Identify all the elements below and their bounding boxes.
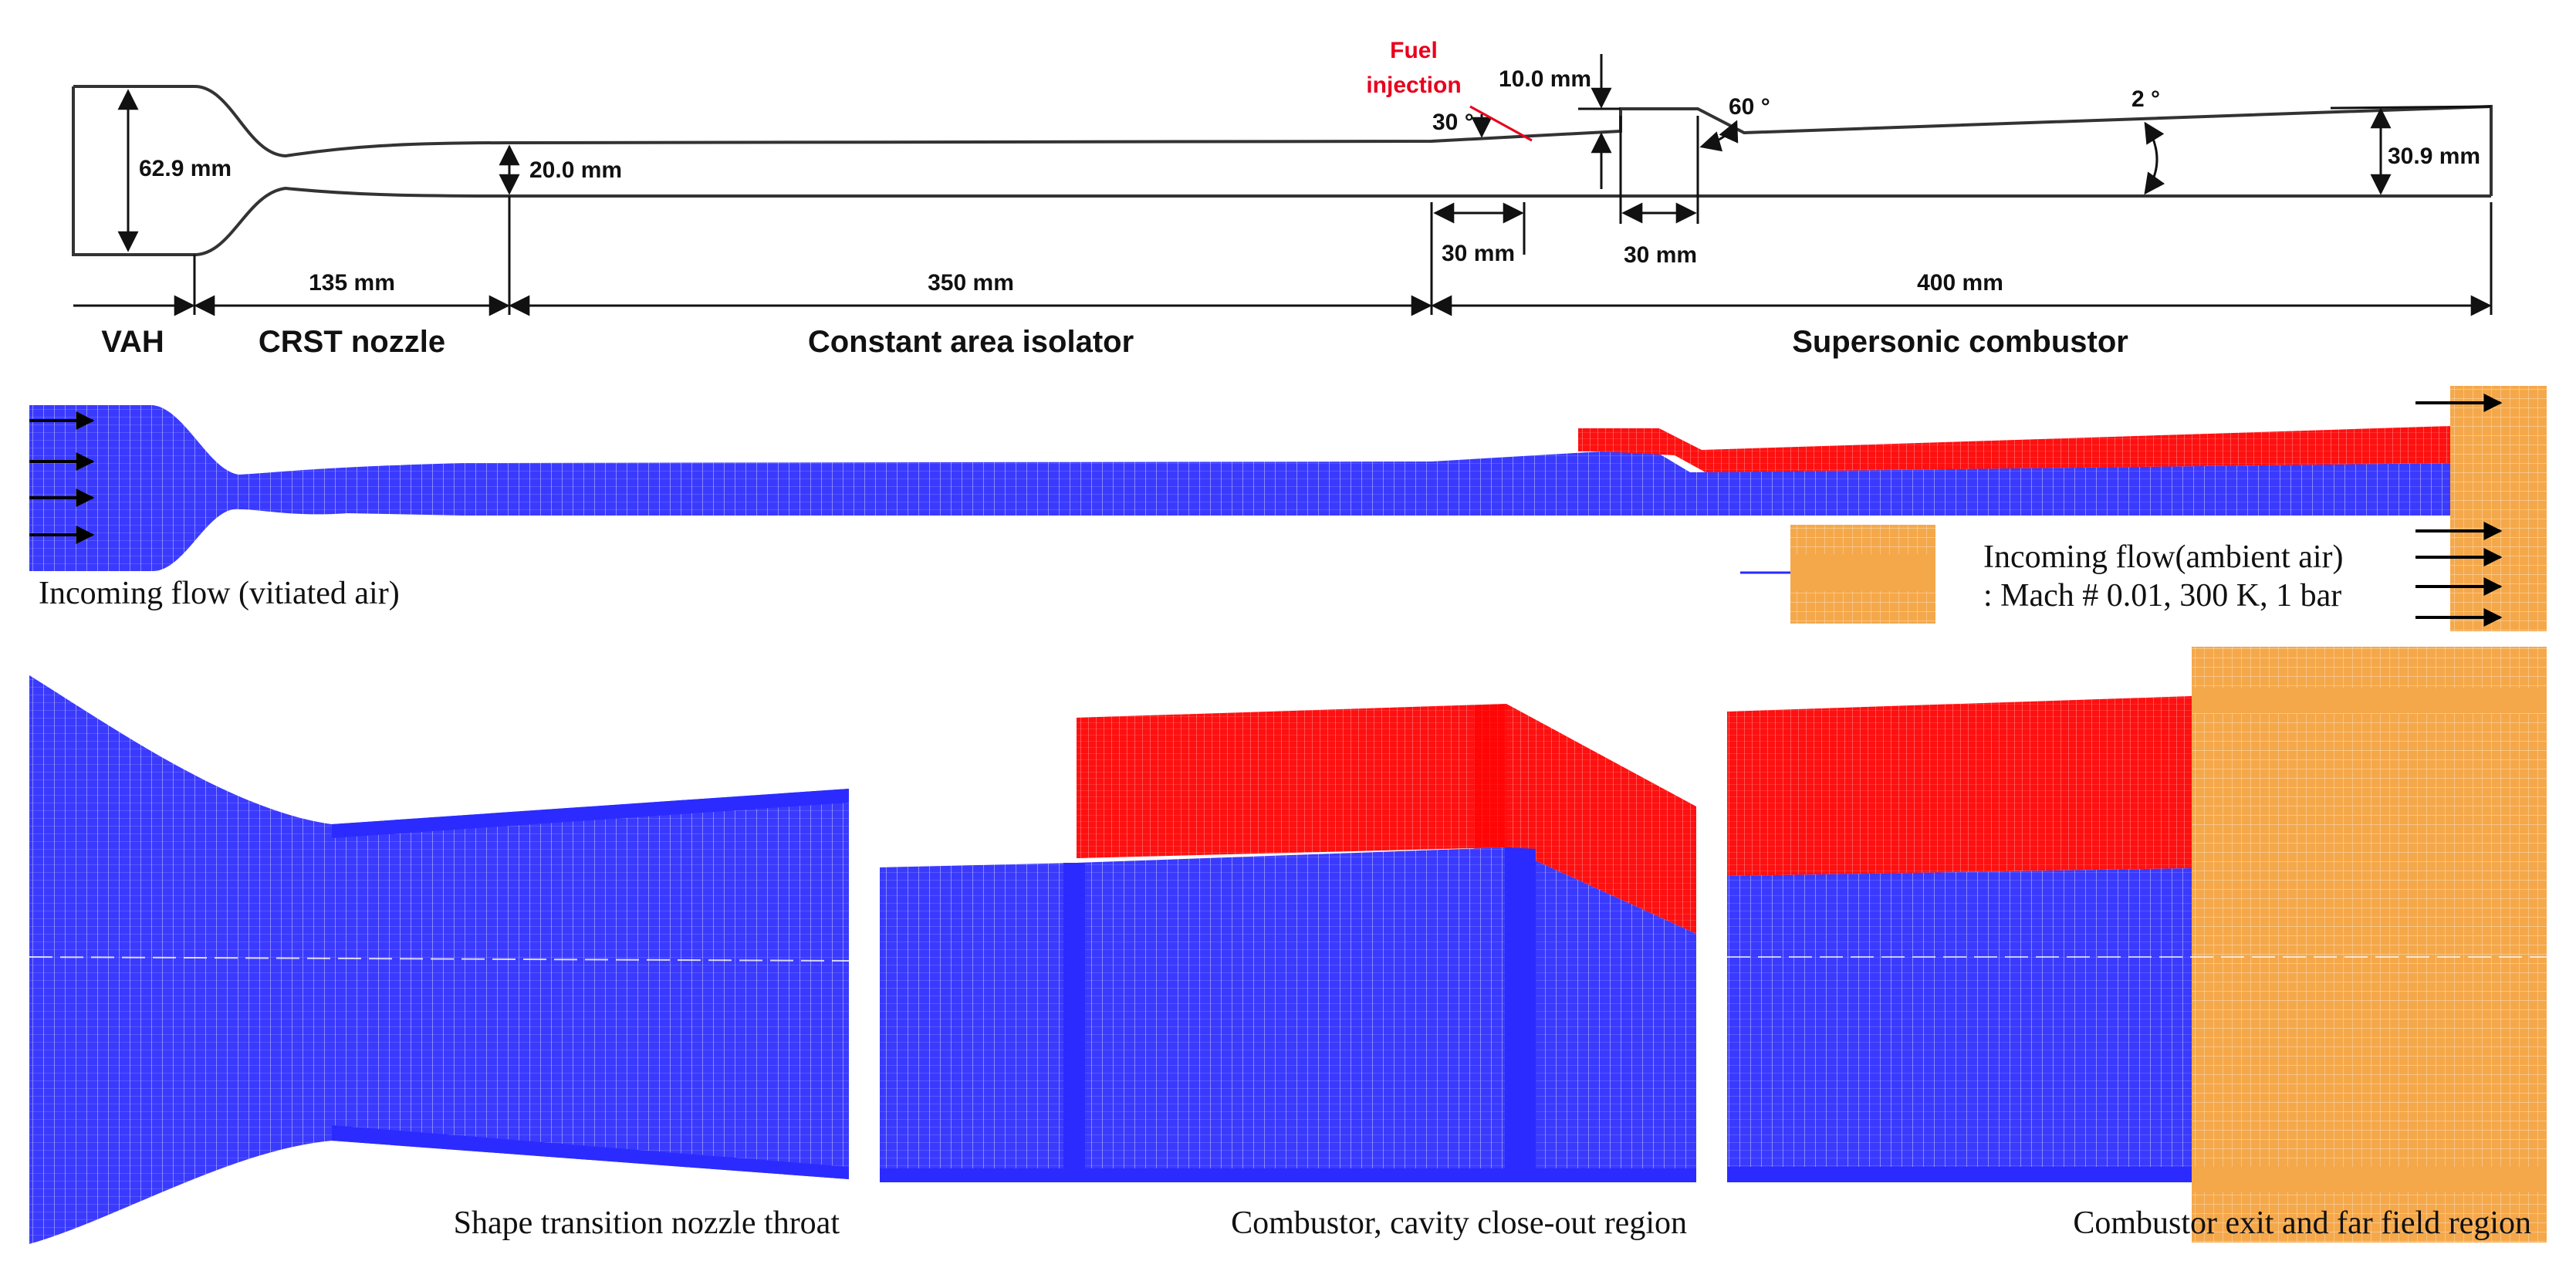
panel-exit-farfield: Combustor exit and far field region [1727,647,2547,1242]
cavity-fuel-mesh [1077,704,1696,934]
incoming-vitiated-label: Incoming flow (vitiated air) [39,576,400,611]
dim-isolator-height-label: 20.0 mm [529,157,622,183]
dim-exit-height-label: 30.9 mm [2388,144,2480,169]
dim-injector-offset-label: 30 mm [1442,241,1515,266]
fuel-injection-arrow [1469,105,1533,142]
fuel-injection-label-1: Fuel [1390,38,1438,63]
air-domain-mesh [29,405,2450,571]
mesh-overview: Incoming flow (vitiated air) Incoming fl… [29,386,2547,631]
panel-nozzle-throat: Shape transition nozzle throat [29,675,850,1244]
cavity-air-mesh [880,847,1696,1182]
cavity-caption: Combustor, cavity close-out region [1231,1205,1687,1241]
farfield-domain-mesh [2450,386,2547,631]
dim-nozzle-length-label: 135 mm [309,270,395,296]
dim-inlet-height-label: 62.9 mm [139,156,232,181]
section-isolator-label: Constant area isolator [808,325,1134,359]
section-nozzle-label: CRST nozzle [259,325,445,359]
dim-cavity-angle-label: 60 ° [1729,94,1770,120]
combustor-schematic [72,85,2493,256]
inflow-arrows [29,394,2503,627]
exit-caption: Combustor exit and far field region [2073,1205,2531,1241]
dim-cavity-length-label: 30 mm [1624,242,1697,268]
dim-injector-angle-label: 30 ° [1432,110,1474,135]
exit-air-mesh [1727,868,2192,1182]
exit-farfield-mesh [2192,647,2547,1242]
panel-cavity-closeout: Combustor, cavity close-out region [880,704,1696,1241]
nozzle-throat-caption: Shape transition nozzle throat [454,1205,840,1241]
fuel-injection-label-2: injection [1366,73,1461,98]
schematic-dimensions [73,54,2493,316]
dim-divergence-angle-label: 2 ° [2131,86,2160,112]
incoming-ambient-label-1: Incoming flow(ambient air) [1983,539,2344,575]
section-combustor-label: Supersonic combustor [1792,325,2128,359]
section-vah-label: VAH [101,325,164,359]
dim-combustor-length-label: 400 mm [1917,270,2003,296]
dim-isolator-length-label: 350 mm [928,270,1014,296]
incoming-ambient-label-2: : Mach # 0.01, 300 K, 1 bar [1983,578,2341,614]
vah-outline [72,85,194,256]
exit-fuel-mesh [1727,696,2192,876]
lower-wall [194,186,2491,256]
upper-wall [194,85,2493,196]
fuel-domain-mesh [1578,426,2450,472]
dim-step-height-label: 10.0 mm [1499,66,1591,92]
